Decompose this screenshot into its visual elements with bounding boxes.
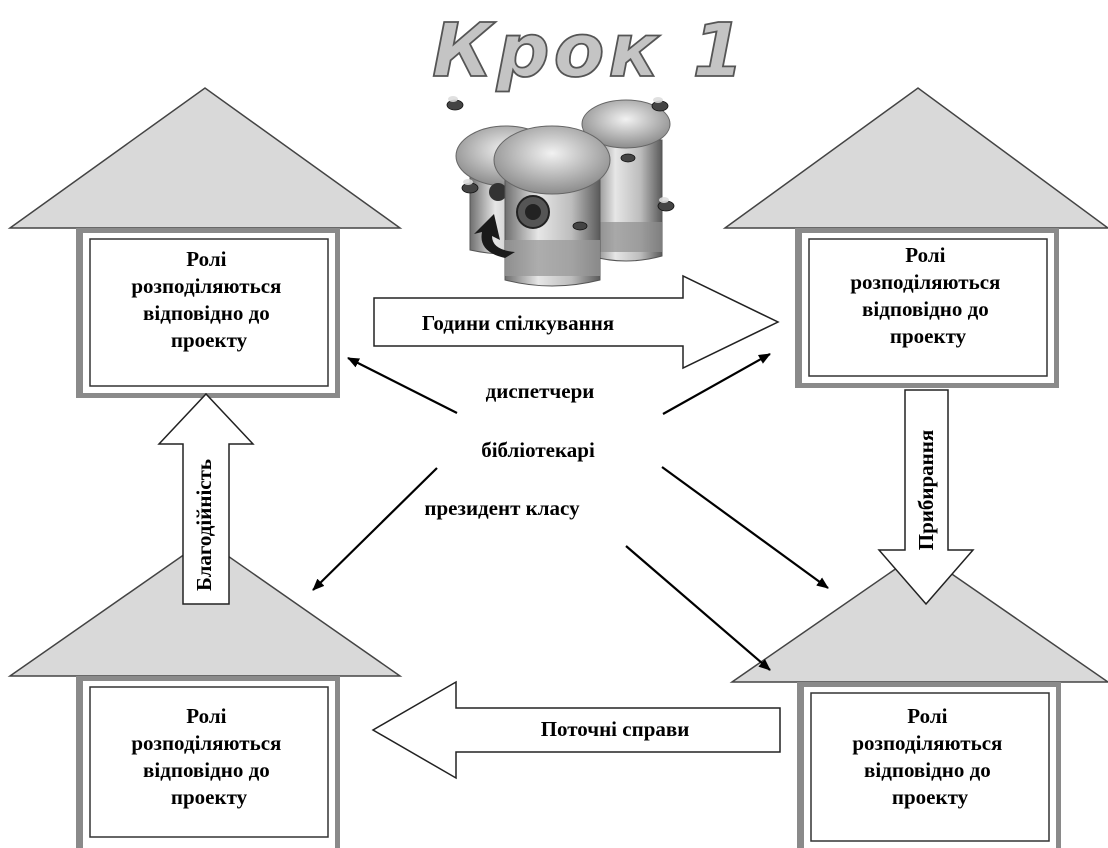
house-label-line: проекту — [892, 785, 969, 809]
house-label-line: розподіляються — [852, 731, 1002, 755]
flow-arrow-left: Благодійність — [157, 392, 255, 605]
connector-arrows — [312, 353, 829, 671]
flow-label-left: Благодійність — [192, 459, 216, 591]
connector-arrow — [661, 466, 829, 589]
house-top-left: Ролі розподіляються відповідно до проект… — [7, 87, 403, 398]
house-label: Ролі розподіляються відповідно до проект… — [850, 243, 1005, 348]
beehives-illustration — [446, 96, 675, 287]
connector-arrow — [625, 545, 771, 671]
house-label: Ролі розподіляються відповідно до проект… — [131, 704, 286, 809]
house-bottom-right: Ролі розподіляються відповідно до проект… — [729, 551, 1108, 848]
house-label-line: Ролі — [905, 243, 945, 267]
connector-arrow — [312, 467, 438, 591]
house-label: Ролі розподіляються відповідно до проект… — [852, 704, 1007, 809]
house-label-line: відповідно до — [143, 758, 270, 782]
house-label-line: Ролі — [907, 704, 947, 728]
house-label-line: проекту — [890, 324, 967, 348]
role-label: диспетчери — [486, 379, 595, 403]
flow-arrow-bottom: Поточні справи — [371, 680, 781, 780]
flow-arrow-top: Години спілкування — [373, 274, 780, 370]
house-roof — [722, 87, 1108, 229]
house-label-line: відповідно до — [143, 301, 270, 325]
house-label-line: відповідно до — [862, 297, 989, 321]
house-label-line: розподіляються — [131, 274, 281, 298]
house-top-right: Ролі розподіляються відповідно до проект… — [722, 87, 1108, 388]
house-label-line: Ролі — [186, 704, 226, 728]
flow-arrow-right: Прибирання — [877, 389, 975, 606]
house-label-line: проекту — [171, 328, 248, 352]
flow-label-top: Години спілкування — [422, 311, 614, 335]
flow-label-right: Прибирання — [914, 430, 938, 550]
house-label: Ролі розподіляються відповідно до проект… — [131, 247, 286, 352]
house-roof — [7, 87, 403, 229]
house-label-line: відповідно до — [864, 758, 991, 782]
flow-label-bottom: Поточні справи — [541, 717, 690, 741]
role-label: бібліотекарі — [481, 438, 595, 462]
connector-arrow — [347, 357, 458, 414]
house-label-line: Ролі — [186, 247, 226, 271]
page-title: Крок 1 — [432, 8, 748, 94]
house-label-line: проекту — [171, 785, 248, 809]
house-label-line: розподіляються — [850, 270, 1000, 294]
house-label-line: розподіляються — [131, 731, 281, 755]
role-label: президент класу — [424, 496, 580, 520]
connector-arrow — [662, 353, 771, 415]
house-bottom-left: Ролі розподіляються відповідно до проект… — [7, 539, 403, 848]
